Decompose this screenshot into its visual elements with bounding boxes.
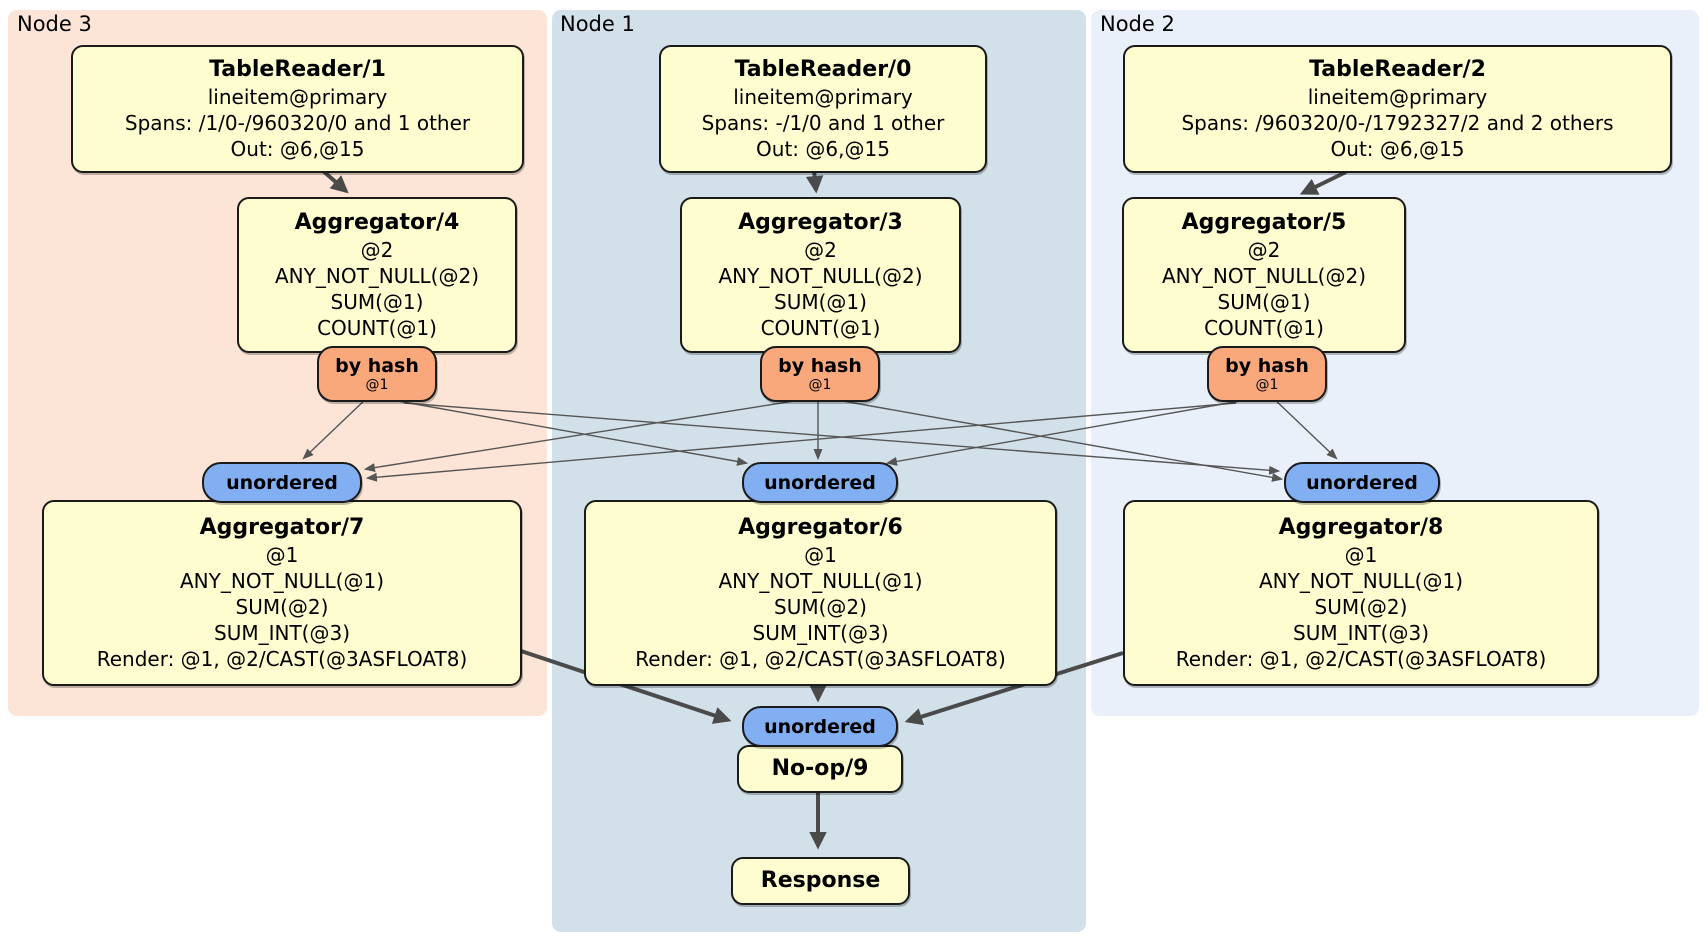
op-detail: @2 [804,238,837,262]
op-detail: ANY_NOT_NULL(@2) [718,264,923,288]
op-detail: Render: @1, @2/CAST(@3ASFLOAT8) [1175,647,1547,671]
sync-unordered-node1: unordered [742,462,898,503]
sync-unordered-node3: unordered [202,462,362,503]
op-detail: SUM_INT(@3) [752,621,889,645]
op-detail: COUNT(@1) [1204,316,1324,340]
router-arg: @1 [808,376,832,393]
router-by-hash-node3: by hash @1 [317,346,437,402]
op-aggregator-7: Aggregator/7 @1 ANY_NOT_NULL(@1) SUM(@2)… [42,500,522,686]
router-label: by hash [1225,354,1309,377]
router-arg: @1 [365,376,389,393]
op-title: Aggregator/8 [1278,515,1444,540]
op-aggregator-3: Aggregator/3 @2 ANY_NOT_NULL(@2) SUM(@1)… [680,197,961,353]
op-detail: COUNT(@1) [760,316,881,340]
panel-label-node1: Node 1 [560,12,635,36]
op-detail: @1 [265,543,299,567]
op-detail: SUM(@2) [235,595,329,619]
op-detail: SUM(@1) [774,290,867,314]
op-detail: @2 [360,238,394,262]
op-title: TableReader/0 [734,57,912,82]
op-detail: Spans: /1/0-/960320/0 and 1 other [124,111,471,135]
op-response: Response [731,857,910,905]
op-noop-9: No-op/9 [737,745,903,793]
panel-label-node2: Node 2 [1100,12,1175,36]
op-detail: lineitem@primary [1307,85,1488,109]
op-detail: @1 [804,543,837,567]
op-detail: ANY_NOT_NULL(@1) [718,569,923,593]
sync-unordered-node2: unordered [1284,462,1440,503]
op-title: Aggregator/3 [738,210,903,235]
op-title: Aggregator/5 [1181,210,1347,235]
op-title: Aggregator/6 [738,515,903,540]
op-title: Aggregator/7 [199,515,365,540]
sync-unordered-final: unordered [742,706,898,747]
op-detail: Out: @6,@15 [756,137,890,161]
op-detail: @1 [1344,543,1378,567]
op-detail: SUM_INT(@3) [214,621,350,645]
op-detail: SUM_INT(@3) [1293,621,1429,645]
op-aggregator-6: Aggregator/6 @1 ANY_NOT_NULL(@1) SUM(@2)… [584,500,1057,686]
op-detail: SUM(@1) [1217,290,1311,314]
op-detail: ANY_NOT_NULL(@2) [275,264,479,288]
op-tablereader-0: TableReader/0 lineitem@primary Spans: -/… [659,45,987,173]
op-detail: SUM(@2) [1314,595,1408,619]
router-arg: @1 [1255,376,1279,393]
op-detail: Render: @1, @2/CAST(@3ASFLOAT8) [635,647,1006,671]
op-detail: Spans: -/1/0 and 1 other [701,111,945,135]
op-detail: @2 [1247,238,1281,262]
op-detail: Out: @6,@15 [230,137,365,161]
op-aggregator-5: Aggregator/5 @2 ANY_NOT_NULL(@2) SUM(@1)… [1122,197,1406,353]
op-aggregator-8: Aggregator/8 @1 ANY_NOT_NULL(@1) SUM(@2)… [1123,500,1599,686]
op-detail: ANY_NOT_NULL(@1) [180,569,384,593]
op-detail: SUM(@2) [774,595,867,619]
op-title: Aggregator/4 [294,210,460,235]
op-detail: Out: @6,@15 [1330,137,1465,161]
panel-label-node3: Node 3 [17,12,92,36]
op-aggregator-4: Aggregator/4 @2 ANY_NOT_NULL(@2) SUM(@1)… [237,197,517,353]
op-detail: Spans: /960320/0-/1792327/2 and 2 others [1181,111,1614,135]
op-detail: ANY_NOT_NULL(@2) [1162,264,1366,288]
router-by-hash-node2: by hash @1 [1207,346,1327,402]
op-detail: ANY_NOT_NULL(@1) [1259,569,1463,593]
router-label: by hash [778,354,862,377]
op-tablereader-1: TableReader/1 lineitem@primary Spans: /1… [71,45,524,173]
router-label: by hash [335,354,419,377]
op-title: Response [760,868,881,893]
op-title: No-op/9 [771,756,869,781]
op-detail: lineitem@primary [733,85,913,109]
op-title: TableReader/2 [1309,57,1486,82]
op-detail: SUM(@1) [330,290,424,314]
op-detail: COUNT(@1) [317,316,437,340]
op-tablereader-2: TableReader/2 lineitem@primary Spans: /9… [1123,45,1672,173]
op-title: TableReader/1 [209,57,386,82]
op-detail: Render: @1, @2/CAST(@3ASFLOAT8) [96,647,468,671]
op-detail: lineitem@primary [207,85,388,109]
router-by-hash-node1: by hash @1 [760,346,880,402]
